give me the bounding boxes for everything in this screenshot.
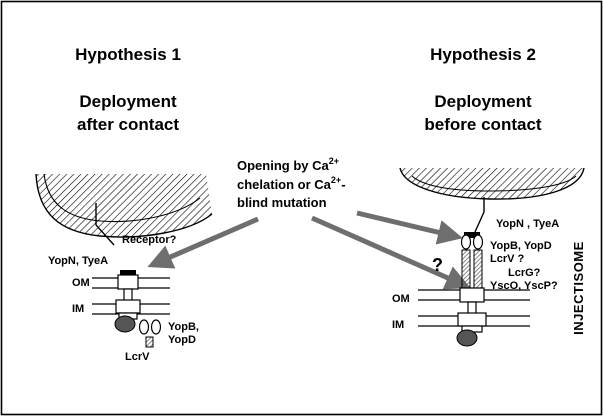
yopb-label-left: YopB, [168, 321, 199, 333]
yopb-yopd-label-right: YopB, YopD [490, 240, 552, 252]
yopn-plug [120, 270, 136, 275]
hypothesis-2-title: Hypothesis 2 [430, 45, 536, 64]
opening-condition-text: Opening by Ca2+ chelation or Ca2+- blind… [237, 156, 346, 210]
lcrg-label: LcrG? [508, 267, 541, 279]
yopb-oval [138, 319, 150, 335]
basal-rod-right [467, 301, 477, 315]
center-line-1: Opening by Ca2+ [237, 156, 339, 173]
arrow-to-hypothesis-1 [147, 216, 259, 269]
lcrv-label-left: LcrV [125, 351, 150, 363]
yopd-label-left: YopD [168, 334, 196, 346]
center-line-2: chelation or Ca2+- [237, 175, 346, 192]
lcrv-label-right: LcrV ? [490, 253, 525, 265]
arrow-to-hypothesis-2-base [310, 215, 471, 290]
im-label-left: IM [72, 303, 84, 315]
host-cell-outline [35, 173, 213, 238]
om-ring [117, 274, 139, 290]
tip-connection-line [474, 197, 485, 233]
question-mark: ? [432, 255, 443, 275]
om-label-left: OM [72, 277, 90, 289]
tip-oval-left [460, 234, 472, 250]
hypothesis-2-subtitle-line2: before contact [424, 115, 541, 134]
basal-rod [123, 288, 133, 302]
im-ring [115, 299, 141, 314]
yopn-tyea-label-right: YopN , TyeA [496, 218, 559, 230]
needle-tip-cap [464, 232, 480, 238]
center-line-3: blind mutation [237, 195, 327, 210]
cytoplasmic-atpase-right [456, 329, 478, 347]
im-ring-right [457, 312, 487, 327]
host-cell-inner-outline-right [411, 175, 577, 192]
hypothesis-2-panel: Hypothesis 2 Deployment before contact Y… [392, 45, 586, 347]
arrow-to-hypothesis-2-tip [356, 210, 463, 245]
receptor-label: Receptor? [122, 234, 177, 246]
host-cell-outline-right [399, 167, 585, 200]
hypothesis-2-subtitle-line1: Deployment [434, 92, 532, 111]
hypothesis-1-title: Hypothesis 1 [75, 45, 181, 64]
im-label-right: IM [392, 319, 404, 331]
hypothesis-1-panel: Hypothesis 1 Deployment after contact Re… [35, 45, 213, 363]
needle-right-stripe [473, 249, 483, 291]
host-cell-membrane-right [400, 168, 584, 200]
receptor-line [95, 203, 115, 246]
hypothesis-1-subtitle-line1: Deployment [79, 92, 177, 111]
cytoplasmic-atpase [114, 315, 136, 333]
om-ring-right [459, 287, 485, 303]
injectisome-label: INJECTISOME [571, 241, 586, 335]
host-cell-membrane [36, 174, 212, 238]
host-cell-inner-outline [43, 173, 201, 223]
needle-left-stripe [461, 249, 471, 291]
lcrv-striped-block [145, 336, 154, 348]
yopn-tyea-label-left: YopN, TyeA [48, 255, 108, 267]
tip-oval-right [472, 234, 484, 250]
ysco-yscp-label: YscO, YscP? [490, 280, 558, 292]
yopd-oval [150, 319, 162, 335]
hypothesis-1-subtitle-line2: after contact [77, 115, 179, 134]
om-label-right: OM [392, 293, 410, 305]
